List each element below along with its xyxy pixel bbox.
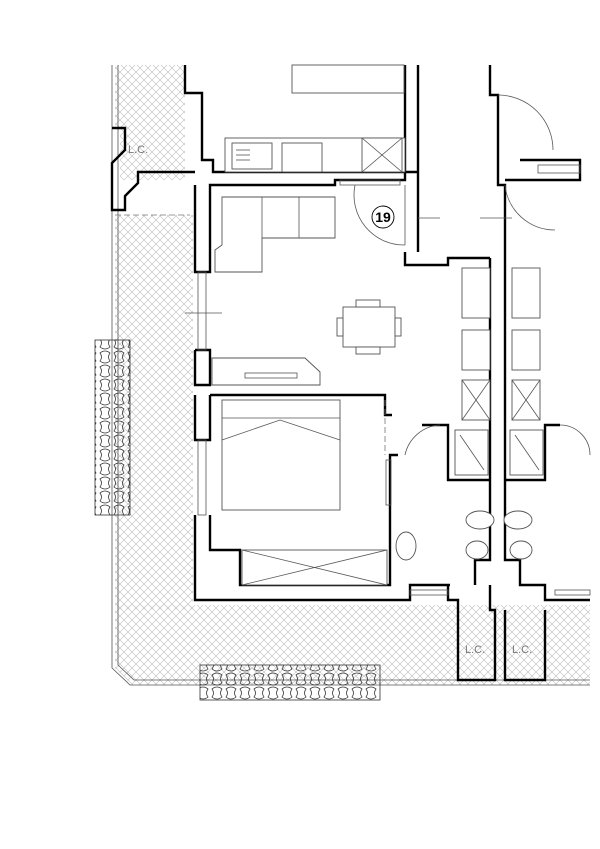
tv-unit — [211, 357, 321, 386]
dining-table — [336, 299, 402, 355]
unit-number-badge — [371, 205, 395, 229]
wardrobe — [241, 549, 388, 586]
windows — [185, 164, 591, 596]
planter-left — [94, 339, 131, 516]
lc-label-bottom-right: L.C. — [512, 644, 532, 656]
planter-bottom — [199, 664, 381, 701]
bathroom-fixtures — [395, 429, 544, 561]
bed — [221, 399, 341, 511]
kitchen-counter — [224, 64, 406, 173]
doors — [353, 94, 591, 506]
unit-number: 19 — [375, 209, 391, 225]
kitchenettes — [461, 267, 541, 421]
lc-label-top-left: L.C. — [128, 144, 148, 156]
lc-label-bottom-left: L.C. — [465, 644, 485, 656]
sofa — [214, 196, 336, 273]
